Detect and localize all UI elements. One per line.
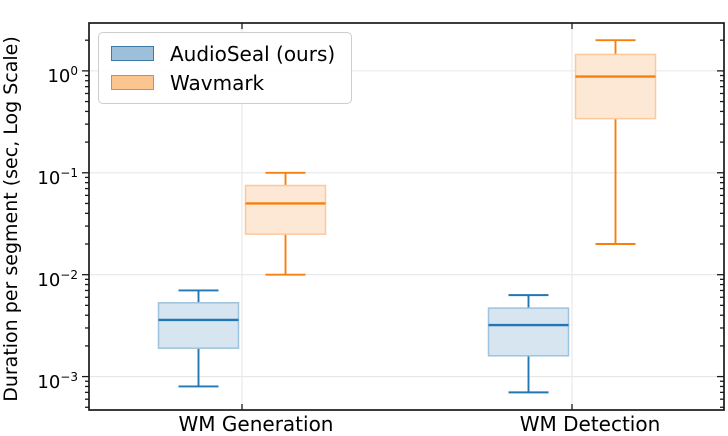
wavmark-generation-box	[244, 184, 327, 235]
wavmark-detection-box	[574, 53, 657, 120]
y-tick-label-10e-3: 10−3	[37, 369, 78, 393]
legend-label-wavmark: Wavmark	[170, 70, 265, 95]
audioseal-box-swatch-icon	[111, 46, 154, 61]
y-tick-label-10e0: 100	[47, 63, 78, 87]
axes-spines	[88, 22, 725, 411]
legend-item-wavmark: Wavmark	[111, 69, 339, 96]
y-tick-label-10e-2: 10−2	[37, 267, 78, 291]
y-tick-label-10e-1: 10−1	[37, 165, 78, 189]
x-tick-label-wm-detection: WM Detection	[519, 412, 661, 436]
legend: AudioSeal (ours) Wavmark	[98, 32, 352, 104]
legend-item-audioseal: AudioSeal (ours)	[111, 40, 339, 67]
legend-label-audioseal: AudioSeal (ours)	[170, 41, 336, 66]
audioseal-detection-box	[487, 307, 570, 357]
wavmark-box-swatch-icon	[111, 75, 154, 90]
audioseal-generation-box	[157, 302, 240, 349]
x-tick-label-wm-generation: WM Generation	[178, 412, 334, 436]
